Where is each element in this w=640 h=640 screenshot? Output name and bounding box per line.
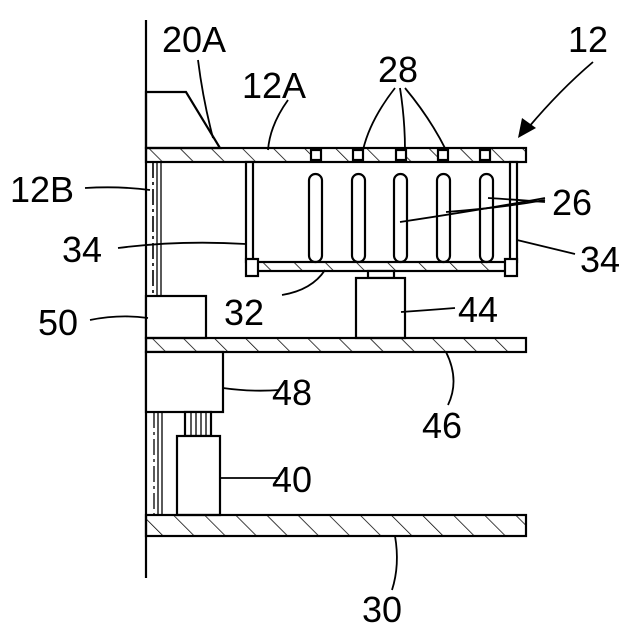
bottom-plate-30 — [146, 515, 526, 536]
block-48 — [146, 352, 223, 412]
fin-26-4 — [437, 174, 450, 262]
block-50 — [146, 296, 206, 338]
lug-28-5 — [480, 150, 490, 160]
motor-40 — [177, 436, 220, 515]
base-plate-32 — [253, 262, 510, 271]
lug-28-3 — [396, 150, 406, 160]
post-34-right — [510, 162, 517, 262]
label-28: 28 — [378, 49, 418, 90]
label-32: 32 — [224, 292, 264, 333]
lug-28-4 — [438, 150, 448, 160]
label-12: 12 — [568, 19, 608, 60]
label-44: 44 — [458, 289, 498, 330]
end-block-right — [505, 259, 517, 276]
end-block-left — [246, 259, 258, 276]
label-30: 30 — [362, 589, 402, 630]
fin-26-5 — [480, 174, 493, 262]
lug-28-2 — [353, 150, 363, 160]
top-plate-12a — [146, 148, 526, 162]
label-12b: 12B — [10, 169, 74, 210]
shaft — [185, 412, 211, 436]
shelf-46 — [146, 338, 526, 352]
arrow-12-shaft — [528, 62, 593, 128]
label-20a: 20A — [162, 19, 226, 60]
lug-28-1 — [311, 150, 321, 160]
label-50: 50 — [38, 302, 78, 343]
post-34-left — [246, 162, 253, 262]
fin-26-1 — [309, 174, 322, 262]
block-44 — [356, 278, 405, 338]
label-40: 40 — [272, 459, 312, 500]
label-34-left: 34 — [62, 229, 102, 270]
label-48: 48 — [272, 372, 312, 413]
fin-26-3 — [394, 174, 407, 262]
label-34-right: 34 — [580, 239, 620, 280]
fin-26-2 — [352, 174, 365, 262]
label-26: 26 — [552, 182, 592, 223]
label-46: 46 — [422, 405, 462, 446]
label-12a: 12A — [242, 65, 306, 106]
